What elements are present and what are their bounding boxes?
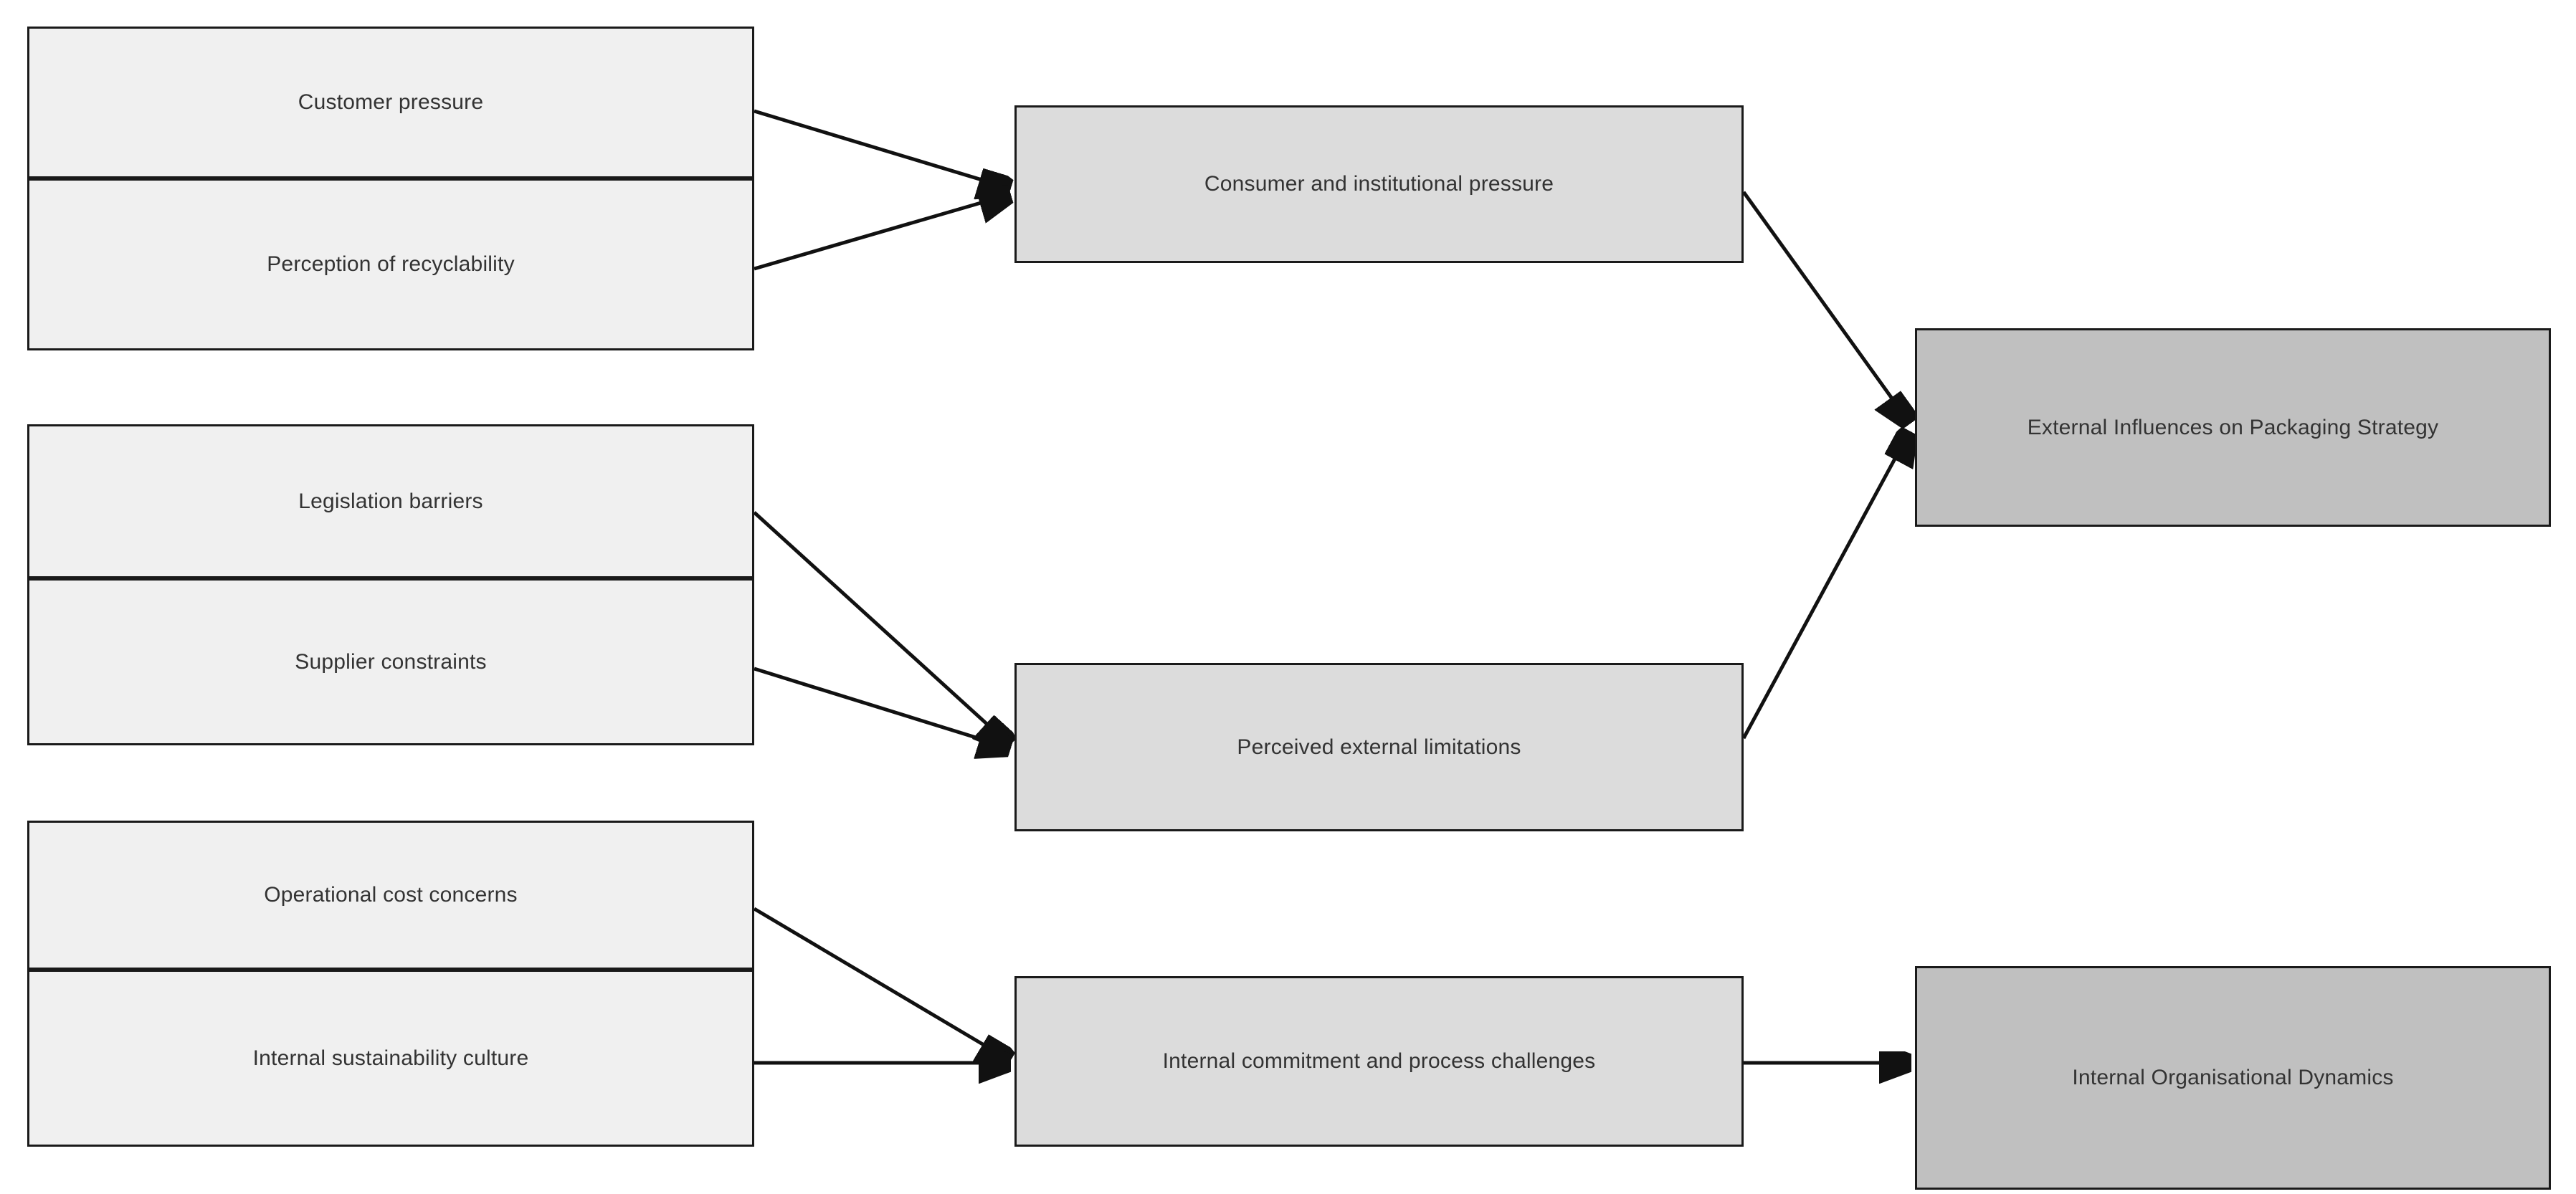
- node-legislation-barriers[interactable]: Legislation barriers: [27, 424, 754, 578]
- node-label: Perceived external limitations: [1237, 735, 1521, 759]
- node-customer-pressure[interactable]: Customer pressure: [27, 27, 754, 178]
- edge-perception-recyclability-to-consumer-pressure: [754, 195, 1008, 271]
- edge-customer-pressure-to-consumer-pressure: [754, 109, 1008, 188]
- node-label: Operational cost concerns: [264, 883, 518, 907]
- node-internal-organisational-dynamics[interactable]: Internal Organisational Dynamics: [1915, 966, 2551, 1190]
- node-internal-commitment-and-process-challenges[interactable]: Internal commitment and process challeng…: [1014, 976, 1744, 1147]
- edge-perceived-limitations-to-external-influences: [1741, 434, 1909, 740]
- edge-legislation-barriers-to-perceived-limitations: [753, 511, 1008, 743]
- node-label: Internal commitment and process challeng…: [1162, 1049, 1596, 1074]
- node-label: Legislation barriers: [298, 489, 483, 513]
- node-perceived-external-limitations[interactable]: Perceived external limitations: [1014, 663, 1744, 831]
- node-external-influences-on-packaging-strategy[interactable]: External Influences on Packaging Strateg…: [1915, 328, 2551, 527]
- node-internal-sustainability-culture[interactable]: Internal sustainability culture: [27, 970, 754, 1147]
- node-label: Consumer and institutional pressure: [1204, 172, 1554, 196]
- node-label: External Influences on Packaging Strateg…: [2027, 415, 2439, 439]
- node-perception-of-recyclability[interactable]: Perception of recyclability: [27, 178, 754, 350]
- edge-operational-cost-to-internal-commitment: [753, 907, 1008, 1059]
- node-label: Perception of recyclability: [267, 252, 515, 277]
- edge-supplier-constraints-to-perceived-limitations: [754, 667, 1008, 748]
- node-operational-cost-concerns[interactable]: Operational cost concerns: [27, 821, 754, 970]
- node-label: Customer pressure: [298, 90, 484, 115]
- edge-consumer-pressure-to-external-influences: [1741, 191, 1909, 421]
- node-supplier-constraints[interactable]: Supplier constraints: [27, 578, 754, 745]
- node-label: Internal Organisational Dynamics: [2072, 1066, 2394, 1090]
- node-label: Internal sustainability culture: [252, 1046, 529, 1070]
- node-consumer-and-institutional-pressure[interactable]: Consumer and institutional pressure: [1014, 105, 1744, 263]
- node-label: Supplier constraints: [295, 649, 487, 674]
